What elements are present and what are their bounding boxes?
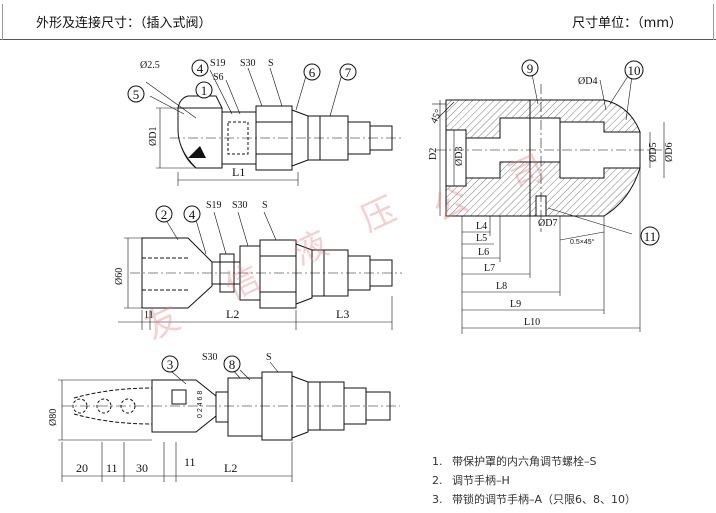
label-s-v2: S bbox=[262, 200, 268, 211]
header-units: 尺寸单位：（mm） bbox=[572, 16, 682, 31]
header-title: 外形及连接尺寸：（插入式阀） bbox=[36, 16, 212, 31]
svg-text:友: 友 bbox=[139, 298, 187, 349]
label-d5: ØD5 bbox=[648, 143, 659, 162]
svg-text:4: 4 bbox=[189, 207, 196, 222]
svg-text:8: 8 bbox=[229, 357, 236, 372]
balloon-8: 8 bbox=[223, 355, 241, 373]
balloon-10: 10 bbox=[624, 60, 644, 80]
label-knob-scale: 0 2 4 6 8 bbox=[197, 391, 204, 418]
label-d1: ØD1 bbox=[148, 127, 159, 146]
note-1: 1.带保护罩的内六角调节螺栓–S bbox=[432, 455, 597, 468]
label-dim-30: 30 bbox=[136, 461, 148, 475]
label-l7: L7 bbox=[484, 263, 495, 274]
label-d4: ØD4 bbox=[578, 76, 597, 87]
technical-drawing: Ø2.5 S19 S6 S30 S ØD1 L1 bbox=[48, 58, 675, 482]
label-s30-v2: S30 bbox=[232, 200, 248, 211]
label-dim-11: 11 bbox=[106, 461, 118, 475]
balloon-11: 11 bbox=[640, 226, 660, 246]
label-l8: L8 bbox=[496, 281, 507, 292]
view-3-lockable-knob bbox=[58, 359, 400, 482]
frame-right-line bbox=[713, 4, 714, 40]
label-s30-v1: S30 bbox=[240, 58, 256, 69]
balloon-4a: 4 bbox=[191, 59, 209, 77]
label-l10: L10 bbox=[524, 317, 540, 328]
cavity-section-view bbox=[432, 73, 665, 334]
svg-text:10: 10 bbox=[628, 63, 641, 78]
label-l5: L5 bbox=[476, 233, 487, 244]
label-angle-45: 45° bbox=[429, 108, 445, 125]
balloon-9: 9 bbox=[521, 59, 539, 77]
label-s-v1: S bbox=[268, 58, 274, 69]
balloon-6: 6 bbox=[303, 63, 321, 81]
svg-text:7: 7 bbox=[345, 65, 352, 80]
label-s6: S6 bbox=[213, 72, 224, 83]
label-l9: L9 bbox=[510, 299, 521, 310]
label-chamfer: 0.5×45° bbox=[570, 238, 595, 246]
label-l1: L1 bbox=[232, 165, 245, 179]
label-s30-v3: S30 bbox=[202, 352, 218, 363]
svg-text:1: 1 bbox=[201, 83, 208, 98]
view-1-socket-screw bbox=[145, 67, 402, 186]
svg-text:6: 6 bbox=[309, 65, 316, 80]
label-l3: L3 bbox=[336, 307, 349, 321]
label-d2: D2 bbox=[428, 148, 439, 160]
page-header: 外形及连接尺寸：（插入式阀） 尺寸单位：（mm） bbox=[0, 0, 716, 40]
balloon-7: 7 bbox=[339, 63, 357, 81]
svg-text:9: 9 bbox=[527, 61, 534, 76]
label-dim-11-mid: 11 bbox=[144, 310, 154, 321]
balloon-1: 1 bbox=[195, 81, 213, 99]
label-s19-v1: S19 bbox=[210, 58, 226, 69]
svg-text:11: 11 bbox=[644, 229, 657, 244]
label-d3: ØD3 bbox=[454, 147, 465, 166]
note-2: 2.调节手柄–H bbox=[432, 474, 510, 487]
view-2-hand-knob bbox=[118, 211, 402, 330]
balloon-3: 3 bbox=[161, 355, 179, 373]
balloon-4b: 4 bbox=[183, 205, 201, 223]
label-d6: ØD6 bbox=[664, 143, 675, 162]
label-dim-20: 20 bbox=[76, 461, 88, 475]
label-s-v3: S bbox=[266, 352, 272, 363]
label-l2-v3: L2 bbox=[224, 461, 237, 475]
label-dim-11b: 11 bbox=[184, 455, 196, 469]
label-phi80: Ø80 bbox=[48, 409, 59, 426]
label-d7: ØD7 bbox=[538, 218, 557, 229]
label-l6: L6 bbox=[478, 247, 489, 258]
label-l4: L4 bbox=[476, 221, 487, 232]
label-s19-v2: S19 bbox=[206, 200, 222, 211]
svg-text:信: 信 bbox=[219, 258, 267, 309]
svg-text:5: 5 bbox=[133, 87, 140, 102]
svg-text:2: 2 bbox=[161, 207, 168, 222]
svg-text:3: 3 bbox=[167, 357, 174, 372]
label-l2-v2: L2 bbox=[226, 307, 239, 321]
svg-text:4: 4 bbox=[197, 61, 204, 76]
label-phi2-5: Ø2.5 bbox=[140, 60, 160, 71]
svg-text:压: 压 bbox=[355, 190, 403, 241]
svg-text:液: 液 bbox=[287, 224, 335, 275]
notes-list: 1.带保护罩的内六角调节螺栓–S 2.调节手柄–H 3.带锁的调节手柄–A（只限… bbox=[432, 452, 636, 509]
note-3: 3.带锁的调节手柄–A（只限6、8、10） bbox=[432, 493, 637, 506]
balloon-2: 2 bbox=[155, 205, 173, 223]
label-phi60: Ø60 bbox=[114, 268, 125, 285]
balloon-5: 5 bbox=[127, 85, 145, 103]
balloons: 1 2 3 4 4 5 6 7 8 9 10 11 bbox=[127, 59, 660, 373]
frame-left-line bbox=[2, 4, 3, 40]
